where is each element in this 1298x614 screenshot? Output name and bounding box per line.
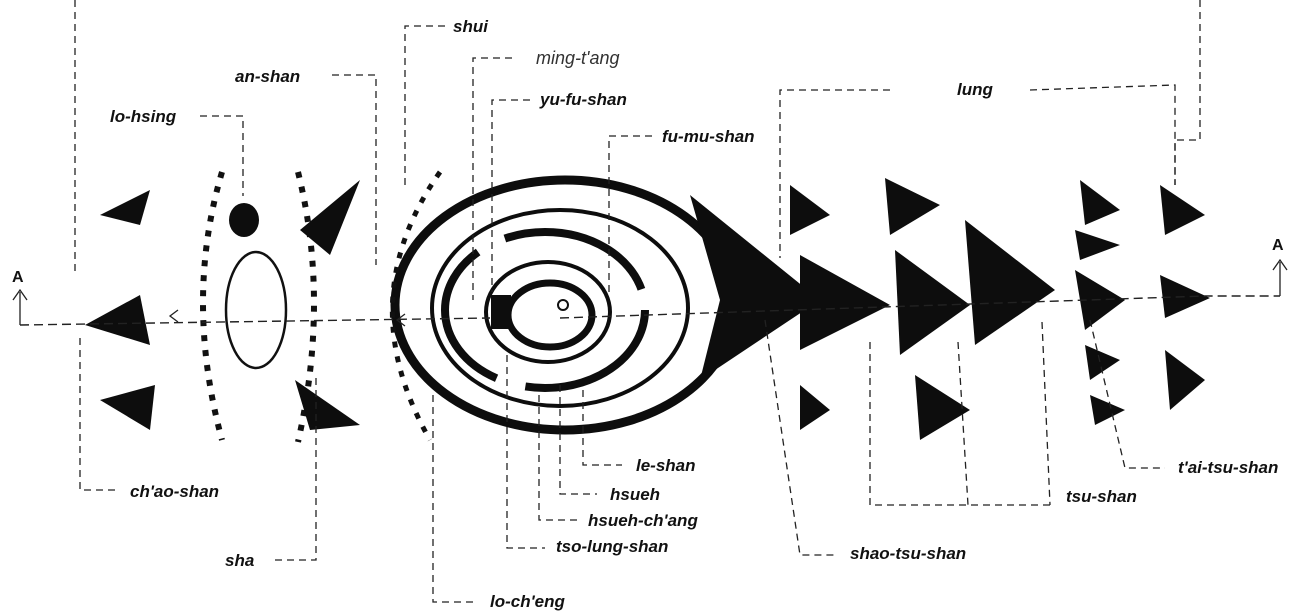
leader-tsu-shan-3 <box>1042 322 1050 505</box>
label-ch-ao-shan: ch'ao-shan <box>130 482 219 501</box>
flow-arrow-1 <box>170 310 178 322</box>
leader-lung-left <box>780 90 890 258</box>
section-line-left <box>20 318 490 325</box>
label-lung: lung <box>957 80 993 99</box>
section-arrow-right <box>1273 260 1287 296</box>
section-arrow-left <box>13 290 27 325</box>
label-hsueh: hsueh <box>610 485 660 504</box>
hill-r7 <box>965 220 1055 345</box>
lo-hsing-mound <box>229 203 259 237</box>
label-tsu-shan: tsu-shan <box>1066 487 1137 506</box>
hill-r1 <box>790 185 830 235</box>
leader-shao-tsu-shan <box>765 320 838 555</box>
leader-ming-t-ang <box>473 58 512 300</box>
label-shui: shui <box>453 17 489 36</box>
hill-r4 <box>885 178 940 235</box>
hill-r11 <box>1085 345 1120 380</box>
label-ming-t-ang: ming-t'ang <box>536 48 619 68</box>
label-lo-hsing: lo-hsing <box>110 107 177 126</box>
label-hsueh-ch-ang: hsueh-ch'ang <box>588 511 698 530</box>
hill-r15 <box>1165 350 1205 410</box>
hill-l5 <box>295 380 360 430</box>
hill-r2 <box>800 255 890 350</box>
leader-top-right <box>1175 0 1200 185</box>
label-tso-lung-shan: tso-lung-shan <box>556 537 668 556</box>
grave-site <box>491 295 511 329</box>
leader-ch-ao-shan <box>80 338 120 490</box>
hill-r3 <box>800 385 830 430</box>
label-an-shan: an-shan <box>235 67 300 86</box>
leader-an-shan <box>332 75 376 265</box>
leader-lo-ch-eng <box>433 395 476 602</box>
leader-shui <box>405 26 445 185</box>
label-yu-fu-shan: yu-fu-shan <box>539 90 627 109</box>
hill-r12 <box>1090 395 1125 425</box>
label-fu-mu-shan: fu-mu-shan <box>662 127 755 146</box>
hsueh-ring <box>508 283 592 347</box>
section-marker-right: A <box>1272 237 1284 254</box>
hill-l1 <box>100 190 150 225</box>
leader-hsueh-ch-ang <box>539 395 578 520</box>
hill-r5 <box>895 250 970 355</box>
leader-lo-hsing <box>200 116 243 196</box>
hill-r8 <box>1080 180 1120 225</box>
hill-r9 <box>1075 230 1120 260</box>
ming-t-ang-pool <box>226 252 286 368</box>
label-lo-ch-eng: lo-ch'eng <box>490 592 565 611</box>
label-sha: sha <box>225 551 254 570</box>
label-t-ai-tsu-shan: t'ai-tsu-shan <box>1178 458 1278 477</box>
leader-t-ai-tsu-shan <box>1090 320 1165 468</box>
label-le-shan: le-shan <box>636 456 696 475</box>
leader-tsu-shan-2 <box>958 342 968 505</box>
inner-ridge <box>445 232 645 388</box>
hill-l2 <box>85 295 150 345</box>
mountain-chain <box>690 178 1210 440</box>
hill-r14 <box>1160 275 1210 318</box>
central-ridges <box>395 180 735 430</box>
water-arc-1 <box>203 172 222 440</box>
hill-l3 <box>100 385 155 430</box>
label-shao-tsu-shan: shao-tsu-shan <box>850 544 966 563</box>
hill-r13 <box>1160 185 1205 235</box>
section-marker-left: A <box>12 269 24 286</box>
leader-tsu-shan-1 <box>870 342 1055 505</box>
leader-yu-fu-shan <box>492 100 530 292</box>
center-point <box>558 300 568 310</box>
leader-lung-right <box>1030 85 1175 185</box>
left-features <box>85 172 440 442</box>
